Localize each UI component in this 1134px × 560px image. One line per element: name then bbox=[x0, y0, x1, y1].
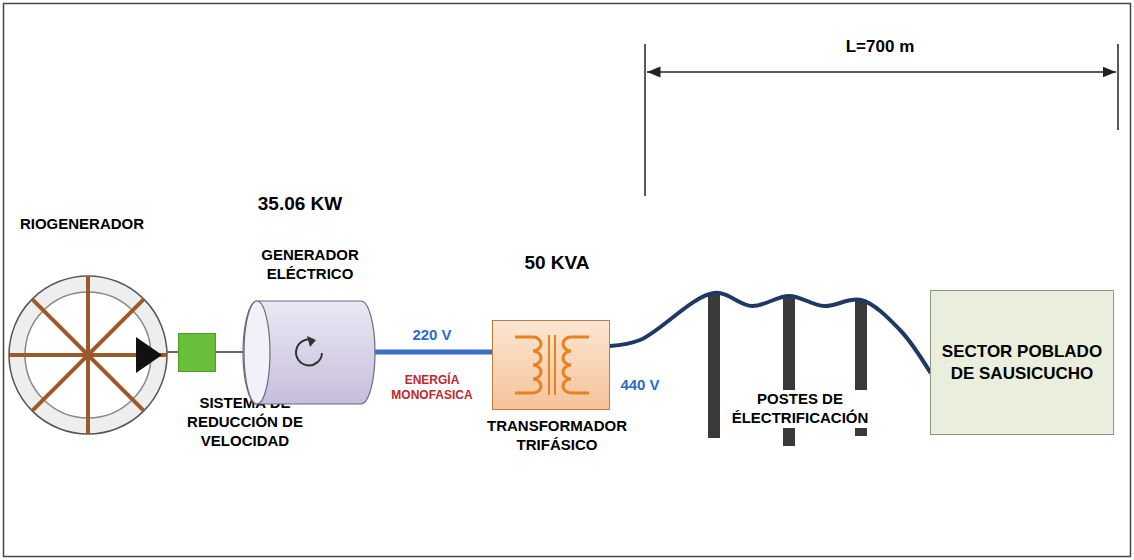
node-title: GENERADOR ELÉCTRICO bbox=[245, 246, 375, 284]
dimension-tick bbox=[644, 44, 646, 196]
dimension-line bbox=[647, 71, 1116, 73]
shape-outline bbox=[8, 275, 168, 435]
node-title: RIOGENERADOR bbox=[0, 215, 167, 234]
shape-outline bbox=[243, 300, 375, 405]
single-phase-line bbox=[375, 350, 492, 355]
water-wheel: RIOGENERADOR bbox=[8, 275, 168, 435]
rating-label: 50 KVA bbox=[492, 251, 622, 275]
node-title: TRANSFORMADOR TRIFÁSICO bbox=[470, 417, 645, 455]
shape-outline bbox=[493, 321, 609, 409]
wheel-spoke bbox=[86, 276, 90, 355]
frame-border bbox=[4, 4, 1131, 557]
shaft-line bbox=[216, 351, 243, 353]
voltage-label: 220 V bbox=[397, 326, 467, 345]
transformer-box: 50 KVATRANSFORMADOR TRIFÁSICO bbox=[492, 320, 610, 410]
generator-body bbox=[243, 301, 375, 404]
poles-label: POSTES DE ÉLECTRIFICACIÓN bbox=[720, 390, 880, 428]
primary-coil bbox=[515, 337, 541, 393]
generator-cylinder: 35.06 KWGENERADOR ELÉCTRICO bbox=[243, 300, 375, 405]
rating-label: 35.06 KW bbox=[225, 192, 375, 216]
speed-reducer-box: SISTEMA DE REDUCCIÓN DE VELOCIDAD bbox=[178, 333, 216, 372]
rotation-pointer bbox=[136, 337, 162, 373]
power-cable bbox=[610, 293, 930, 372]
wheel-spoke bbox=[88, 355, 144, 411]
node-title: SECTOR POBLADO DE SAUSICUCHO bbox=[937, 341, 1107, 384]
core-line bbox=[554, 335, 556, 395]
wheel-spoke bbox=[86, 355, 90, 434]
wheel-spoke bbox=[9, 353, 88, 357]
electric-pole bbox=[708, 293, 720, 438]
wheel-spoke bbox=[32, 299, 88, 355]
village-box: SECTOR POBLADO DE SAUSICUCHO bbox=[930, 290, 1114, 435]
dimension-label: L=700 m bbox=[815, 36, 945, 57]
wheel-spoke bbox=[88, 299, 144, 355]
rotation-arrowhead bbox=[307, 336, 316, 347]
secondary-coil bbox=[563, 337, 589, 393]
shaft-line bbox=[168, 351, 178, 353]
wheel-rim bbox=[9, 276, 167, 434]
generator-end bbox=[244, 301, 270, 404]
wheel-spoke bbox=[32, 355, 88, 411]
core-line bbox=[548, 335, 550, 395]
energy-note: ENERGÍA MONOFASICA bbox=[377, 373, 487, 403]
voltage-label: 440 V bbox=[605, 376, 675, 395]
dimension-tick bbox=[1117, 44, 1119, 130]
